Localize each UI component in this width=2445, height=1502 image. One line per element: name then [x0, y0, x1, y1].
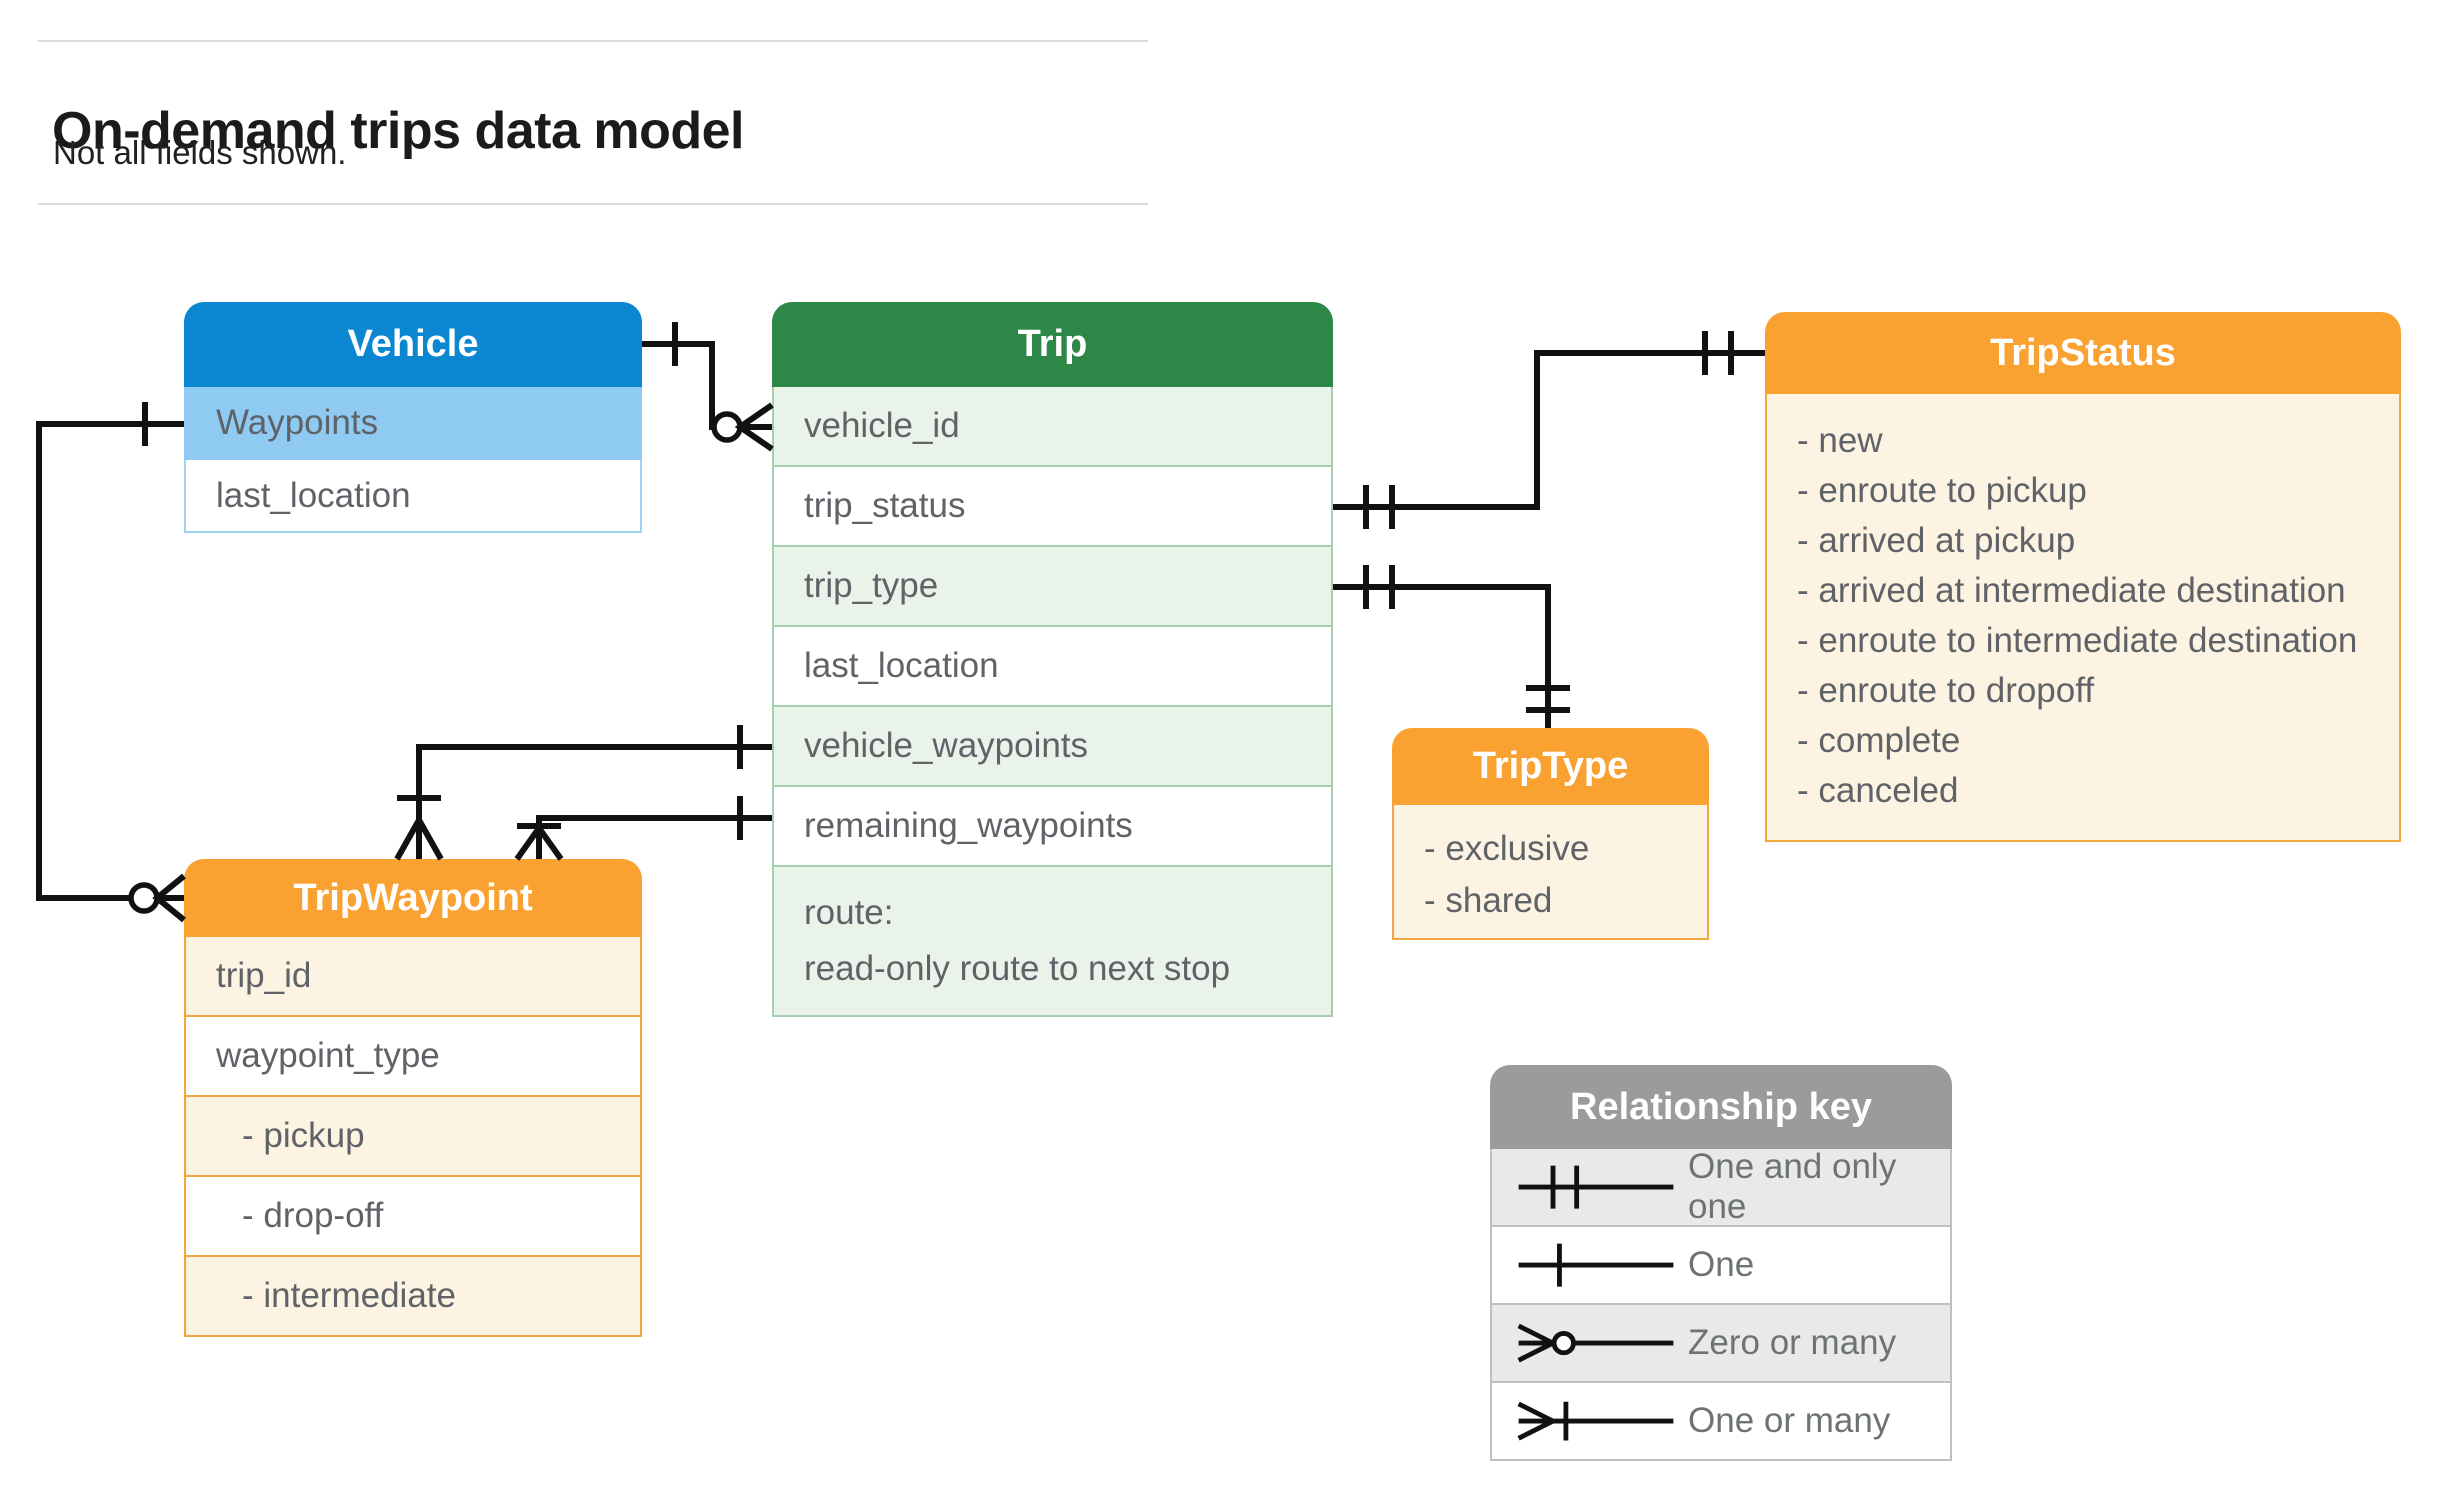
one-or-many-icon: [1517, 1401, 1674, 1441]
field-row-remaining-waypoints: remaining_waypoints: [772, 787, 1333, 867]
field-label: trip_status: [804, 486, 966, 525]
trip-triptype-connector: [1333, 565, 1570, 728]
field-row-waypoint-type: waypoint_type: [184, 1017, 642, 1097]
field-description: read-only route to next stop: [804, 949, 1231, 988]
enum-value: - arrived at pickup: [1797, 521, 2076, 560]
legend-label: One or many: [1688, 1401, 1891, 1440]
vehicle-waypoints-tripwaypoint-connector: [36, 402, 186, 923]
enum-value: - drop-off: [242, 1196, 384, 1235]
enum-value-list: - exclusive - shared: [1392, 805, 1709, 940]
field-label: last_location: [216, 475, 411, 515]
enum-value-list: - new - enroute to pickup - arrived at p…: [1765, 394, 2401, 842]
enum-row-pickup: - pickup: [184, 1097, 642, 1177]
enum-value: - enroute to dropoff: [1797, 671, 2095, 710]
field-row-waypoints: Waypoints: [184, 387, 642, 460]
entity-trip: Trip vehicle_id trip_status trip_type la…: [772, 302, 1333, 1017]
field-row-trip-id: trip_id: [184, 937, 642, 1017]
relationship-key: Relationship key One and only one One Ze…: [1490, 1065, 1952, 1461]
legend-label: One and only one: [1688, 1147, 1897, 1226]
field-label: vehicle_id: [804, 406, 960, 445]
entity-triptype: TripType - exclusive - shared: [1392, 728, 1709, 940]
field-row-last-location: last_location: [184, 460, 642, 533]
field-row-trip-status: trip_status: [772, 467, 1333, 547]
field-row-last-location: last_location: [772, 627, 1333, 707]
enum-row-intermediate: - intermediate: [184, 1257, 642, 1337]
field-label: Waypoints: [216, 402, 379, 442]
vehicle-trip-connector: [642, 322, 774, 452]
field-label: waypoint_type: [216, 1036, 440, 1075]
entity-triptype-title: TripType: [1392, 728, 1709, 805]
page-title: On-demand trips data model: [52, 101, 744, 160]
enum-value: - intermediate: [242, 1276, 456, 1315]
legend-label: Zero or many: [1688, 1323, 1897, 1362]
enum-value: - arrived at intermediate destination: [1797, 571, 2346, 610]
field-label: vehicle_waypoints: [804, 726, 1089, 765]
field-label: remaining_waypoints: [804, 806, 1133, 845]
enum-value: - enroute to intermediate destination: [1797, 621, 2358, 660]
relationship-key-title: Relationship key: [1490, 1065, 1952, 1149]
enum-value: - enroute to pickup: [1797, 471, 2087, 510]
field-row-vehicle-id: vehicle_id: [772, 387, 1333, 467]
entity-tripstatus-title: TripStatus: [1765, 312, 2401, 394]
top-divider: [38, 40, 1148, 42]
one-icon: [1518, 1243, 1674, 1287]
entity-vehicle-title: Vehicle: [184, 302, 642, 387]
enum-value: - shared: [1424, 881, 1553, 920]
legend-label: One: [1688, 1245, 1755, 1284]
enum-value: - complete: [1797, 721, 1961, 760]
enum-value: - exclusive: [1424, 829, 1590, 868]
legend-row: One and only one: [1490, 1147, 1952, 1227]
enum-value: - canceled: [1797, 771, 1959, 810]
one-and-only-one-icon: [1518, 1165, 1674, 1209]
entity-tripwaypoint-title: TripWaypoint: [184, 859, 642, 937]
trip-remaining-waypoints-tripwaypoint-connector: [514, 796, 772, 861]
entity-vehicle: Vehicle Waypoints last_location: [184, 302, 642, 533]
field-row-vehicle-waypoints: vehicle_waypoints: [772, 707, 1333, 787]
field-label: trip_id: [216, 956, 312, 995]
field-label: last_location: [804, 646, 999, 685]
field-row-route: route: read-only route to next stop: [772, 867, 1333, 1017]
field-row-trip-type: trip_type: [772, 547, 1333, 627]
entity-tripstatus: TripStatus - new - enroute to pickup - a…: [1765, 312, 2401, 842]
entity-trip-title: Trip: [772, 302, 1333, 387]
entity-tripwaypoint: TripWaypoint trip_id waypoint_type - pic…: [184, 859, 642, 1337]
enum-row-drop-off: - drop-off: [184, 1177, 642, 1257]
field-label: trip_type: [804, 566, 939, 605]
legend-row: Zero or many: [1490, 1305, 1952, 1383]
legend-row: One or many: [1490, 1383, 1952, 1461]
zero-or-many-icon: [1517, 1323, 1674, 1363]
trip-vehicle-waypoints-tripwaypoint-connector: [394, 725, 772, 861]
page-subtitle: Not all fields shown.: [53, 134, 347, 171]
trip-tripstatus-connector: [1333, 331, 1765, 529]
title-bottom-divider: [38, 203, 1148, 205]
legend-row: One: [1490, 1227, 1952, 1305]
field-label: route:: [804, 893, 894, 932]
enum-value: - new: [1797, 421, 1883, 460]
enum-value: - pickup: [242, 1116, 365, 1155]
